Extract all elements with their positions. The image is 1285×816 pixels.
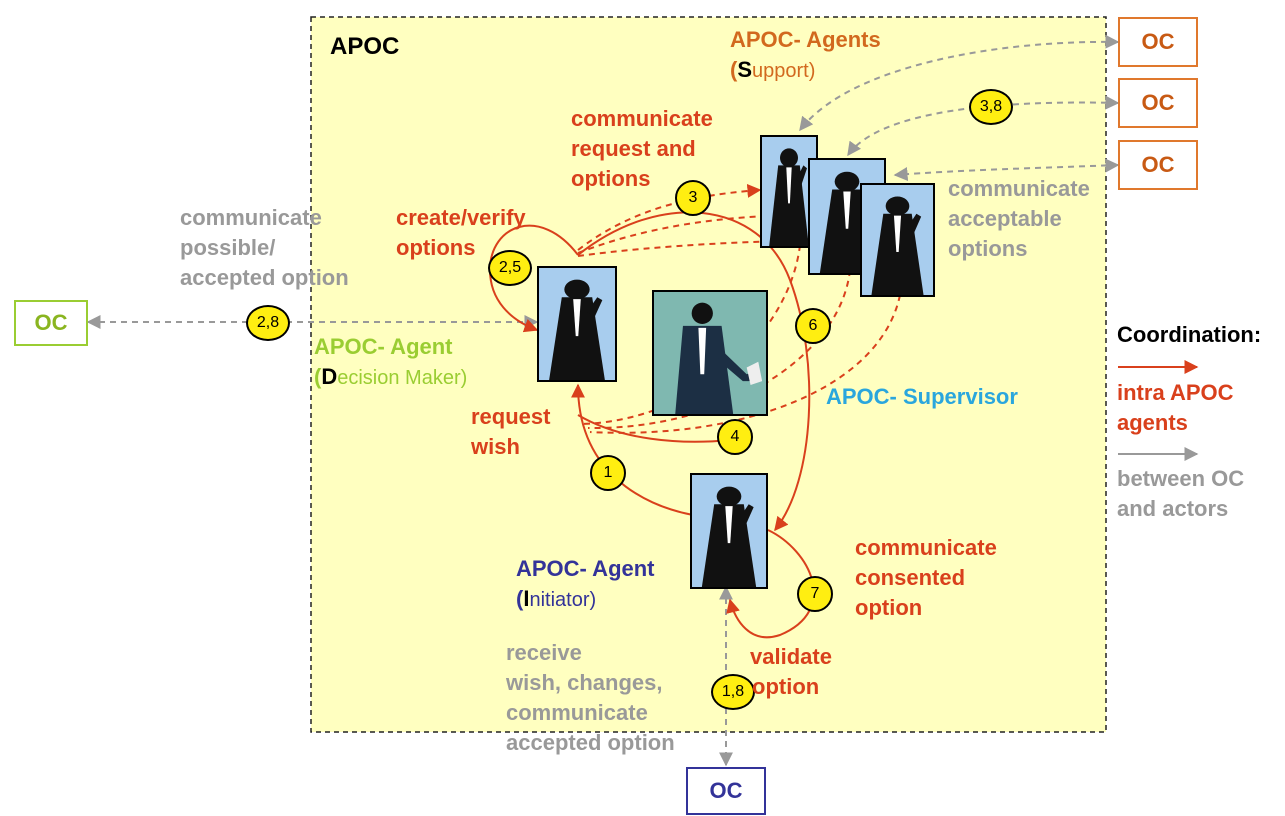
label-line: communicate	[180, 205, 322, 230]
step-badge-28: 2,8	[246, 305, 290, 341]
initiator-role-paren: (	[516, 586, 524, 611]
support-role-name: APOC- Agents	[730, 27, 881, 52]
label-line: request	[471, 404, 551, 429]
legend-line: and actors	[1117, 496, 1229, 521]
label-request-wish: request wish	[471, 402, 550, 462]
oc-box-right-1: OC	[1118, 17, 1198, 67]
initiator-role-rest: nitiator)	[529, 589, 597, 611]
label-line: communicate	[855, 535, 997, 560]
label-line: communicate	[571, 106, 713, 131]
legend-line: between OC	[1117, 466, 1245, 491]
decision-role-rest: ecision Maker)	[337, 367, 468, 389]
label-line: communicate	[506, 700, 648, 725]
legend-intra: intra APOC agents	[1117, 378, 1234, 438]
label-line: wish	[471, 434, 520, 459]
red-solid-connectors	[488, 211, 815, 639]
decision-role-label: APOC- Agent (Decision Maker)	[314, 332, 467, 393]
support-role-initial: S	[737, 57, 753, 82]
step-badge-25: 2,5	[488, 250, 532, 286]
decision-role-paren: (	[314, 364, 322, 389]
label-receive-wish: receive wish, changes, communicate accep…	[506, 638, 675, 758]
step-badge-4: 4	[717, 419, 753, 455]
step-badge-18: 1,8	[711, 674, 755, 710]
support-agent-3-figure	[860, 183, 935, 297]
label-communicate-possible: communicate possible/ accepted option	[180, 203, 349, 293]
label-create-verify: create/verify options	[396, 203, 526, 263]
label-line: wish, changes,	[506, 670, 663, 695]
legend-line: intra APOC	[1117, 380, 1234, 405]
label-line: communicate	[948, 176, 1090, 201]
step-badge-7: 7	[797, 576, 833, 612]
decision-role-name: APOC- Agent	[314, 334, 453, 359]
supervisor-role-label: APOC- Supervisor	[826, 384, 1018, 409]
label-line: options	[571, 166, 651, 191]
label-line: option	[855, 595, 923, 620]
label-communicate-request: communicate request and options	[571, 104, 713, 194]
label-line: accepted option	[506, 730, 675, 755]
support-role-paren: (	[730, 57, 738, 82]
initiator-role-name: APOC- Agent	[516, 556, 655, 581]
label-validate-option: validate option	[750, 642, 832, 702]
label-line: create/verify	[396, 205, 526, 230]
legend-between: between OC and actors	[1117, 464, 1244, 524]
label-line: options	[396, 235, 476, 260]
label-line: possible/	[180, 235, 276, 260]
oc-box-right-2: OC	[1118, 78, 1198, 128]
decision-role-initial: D	[321, 364, 338, 389]
initiator-figure	[690, 473, 768, 589]
oc-box-bottom: OC	[686, 767, 766, 815]
step-badge-1: 1	[590, 455, 626, 491]
legend-title: Coordination:	[1117, 322, 1262, 347]
label-communicate-consented: communicate consented option	[855, 533, 997, 623]
label-line: validate	[750, 644, 832, 669]
label-line: receive	[506, 640, 582, 665]
initiator-role-label: APOC- Agent (Initiator)	[516, 554, 655, 615]
apoc-title: APOC	[330, 33, 400, 60]
supervisor-figure	[652, 290, 768, 416]
legend-line: agents	[1117, 410, 1188, 435]
label-line: option	[752, 674, 820, 699]
label-communicate-acceptable: communicate acceptable options	[948, 174, 1090, 264]
initiator-role-initial: I	[523, 586, 530, 611]
label-line: consented	[855, 565, 966, 590]
decision-maker-figure	[537, 266, 617, 382]
oc-box-right-3: OC	[1118, 140, 1198, 190]
label-line: request and	[571, 136, 696, 161]
support-agent-1-figure	[760, 135, 818, 248]
label-line: accepted option	[180, 265, 349, 290]
step-badge-38: 3,8	[969, 89, 1013, 125]
step-badge-6: 6	[795, 308, 831, 344]
label-line: options	[948, 236, 1028, 261]
step-badge-3: 3	[675, 180, 711, 216]
support-role-rest: upport)	[752, 60, 816, 82]
label-line: acceptable	[948, 206, 1062, 231]
oc-box-left: OC	[14, 300, 88, 346]
support-role-label: APOC- Agents (Support)	[730, 25, 881, 86]
